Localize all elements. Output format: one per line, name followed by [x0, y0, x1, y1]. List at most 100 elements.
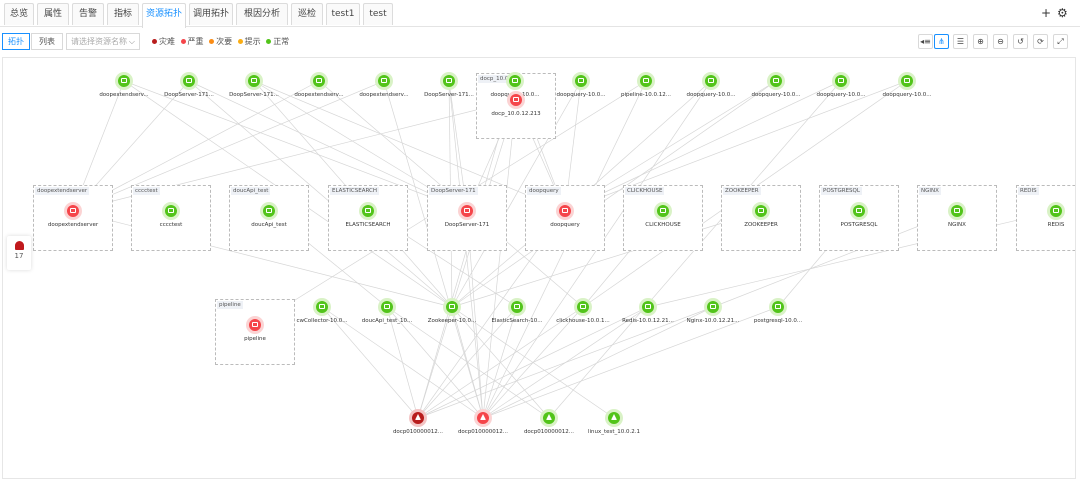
node-label: cccctest — [159, 222, 183, 228]
topology-node[interactable] — [948, 202, 966, 220]
topology-node[interactable] — [245, 72, 263, 90]
topology-node[interactable] — [605, 409, 623, 427]
group-box[interactable]: doucApi_test — [229, 185, 309, 251]
tab-resource-topology[interactable]: 资源拓扑 — [142, 3, 186, 28]
service-icon — [266, 208, 272, 213]
topology-node[interactable] — [850, 202, 868, 220]
group-box[interactable]: ZOOKEEPER — [721, 185, 801, 251]
tab-call-topology[interactable]: 调用拓扑 — [189, 3, 233, 25]
resource-name-select[interactable]: 请选择资源名称 ⌵ — [66, 33, 140, 50]
view-list-button[interactable]: 列表 — [31, 33, 63, 50]
topology-node[interactable] — [702, 72, 720, 90]
layout-left-button[interactable]: ◂≡ — [918, 34, 933, 49]
topology-node[interactable] — [246, 316, 264, 334]
topology-node[interactable] — [458, 202, 476, 220]
layout-list-button[interactable]: ☰ — [953, 34, 968, 49]
topology-node[interactable] — [64, 202, 82, 220]
service-icon — [449, 304, 455, 309]
reset-button[interactable]: ↺ — [1013, 34, 1028, 49]
tab-test1[interactable]: test1 — [326, 3, 360, 25]
alarm-summary[interactable]: 17 — [7, 236, 31, 270]
topology-node[interactable] — [440, 72, 458, 90]
topology-node[interactable] — [639, 298, 657, 316]
service-icon — [514, 304, 520, 309]
topology-node[interactable] — [310, 72, 328, 90]
topology-node[interactable] — [115, 72, 133, 90]
fullscreen-button[interactable]: ⤢ — [1053, 34, 1068, 49]
gear-icon[interactable]: ⚙ — [1057, 6, 1068, 20]
layout-tree-button[interactable]: ⋔ — [934, 34, 949, 49]
node-label: doopquery — [550, 222, 580, 228]
topology-node[interactable] — [409, 409, 427, 427]
tab-inspection[interactable]: 巡检 — [291, 3, 323, 25]
topology-node[interactable] — [180, 72, 198, 90]
topology-edge — [564, 80, 908, 212]
topology-node[interactable] — [507, 91, 525, 109]
host-icon — [415, 414, 421, 420]
topology-node[interactable] — [1047, 202, 1065, 220]
tab-metrics[interactable]: 指标 — [107, 3, 139, 25]
topology-edge — [72, 80, 385, 212]
topology-node[interactable] — [769, 298, 787, 316]
topology-node[interactable] — [898, 72, 916, 90]
tab-test[interactable]: test — [363, 3, 393, 25]
service-icon — [856, 208, 862, 213]
topology-node[interactable] — [654, 202, 672, 220]
topology-node[interactable] — [637, 72, 655, 90]
group-title: DoopServer-171 — [429, 187, 478, 195]
node-label: Nginx-10.0.12.21... — [686, 318, 740, 324]
topology-node[interactable] — [443, 298, 461, 316]
legend-minor: 次要 — [216, 37, 233, 46]
tab-overview[interactable]: 总览 — [4, 3, 34, 25]
topology-node[interactable] — [574, 298, 592, 316]
topology-edge — [188, 80, 468, 212]
disaster-dot-icon — [152, 38, 157, 44]
group-title: NGINX — [919, 187, 941, 195]
topology-node[interactable] — [540, 409, 558, 427]
topology-node[interactable] — [704, 298, 722, 316]
group-box[interactable]: pipeline — [215, 299, 295, 365]
service-icon — [365, 208, 371, 213]
group-title: doopquery — [527, 187, 561, 195]
topology-edge — [564, 80, 842, 212]
topology-node[interactable] — [556, 202, 574, 220]
topology-node[interactable] — [508, 298, 526, 316]
view-topology-button[interactable]: 拓扑 — [2, 33, 30, 50]
service-icon — [168, 208, 174, 213]
group-box[interactable]: ELASTICSEARCH — [328, 185, 408, 251]
topology-node[interactable] — [375, 72, 393, 90]
topology-node[interactable] — [832, 72, 850, 90]
topology-node[interactable] — [572, 72, 590, 90]
severe-dot-icon — [180, 38, 186, 44]
topology-node[interactable] — [474, 409, 492, 427]
zoom-in-button[interactable]: ⊕ — [973, 34, 988, 49]
topology-node[interactable] — [260, 202, 278, 220]
node-label: DoopServer-171... — [424, 92, 474, 98]
topology-node[interactable] — [506, 72, 524, 90]
zoom-out-button[interactable]: ⊖ — [993, 34, 1008, 49]
topology-node[interactable] — [313, 298, 331, 316]
service-icon — [660, 208, 666, 213]
plus-icon[interactable]: + — [1041, 6, 1052, 20]
group-box[interactable]: doopextendserver — [33, 185, 113, 251]
topology-node[interactable] — [767, 72, 785, 90]
node-label: DoopServer-171... — [229, 92, 279, 98]
topology-node[interactable] — [359, 202, 377, 220]
service-icon — [773, 78, 779, 83]
topology-edge — [123, 80, 468, 212]
topology-node[interactable] — [378, 298, 396, 316]
node-label: postgresql-10.0... — [753, 318, 803, 324]
node-label: DoopServer-171 — [444, 222, 490, 228]
tab-attributes[interactable]: 属性 — [37, 3, 69, 25]
service-icon — [464, 208, 470, 213]
topology-node[interactable] — [162, 202, 180, 220]
refresh-button[interactable]: ⟳ — [1033, 34, 1048, 49]
normal-dot-icon — [266, 38, 272, 44]
service-icon — [513, 97, 519, 102]
tab-alerts[interactable]: 告警 — [72, 3, 104, 25]
topology-node[interactable] — [752, 202, 770, 220]
tab-root-cause[interactable]: 根因分析 — [236, 3, 288, 25]
group-box[interactable]: REDIS — [1016, 185, 1075, 251]
node-label: doopquery-10.0... — [816, 92, 866, 98]
